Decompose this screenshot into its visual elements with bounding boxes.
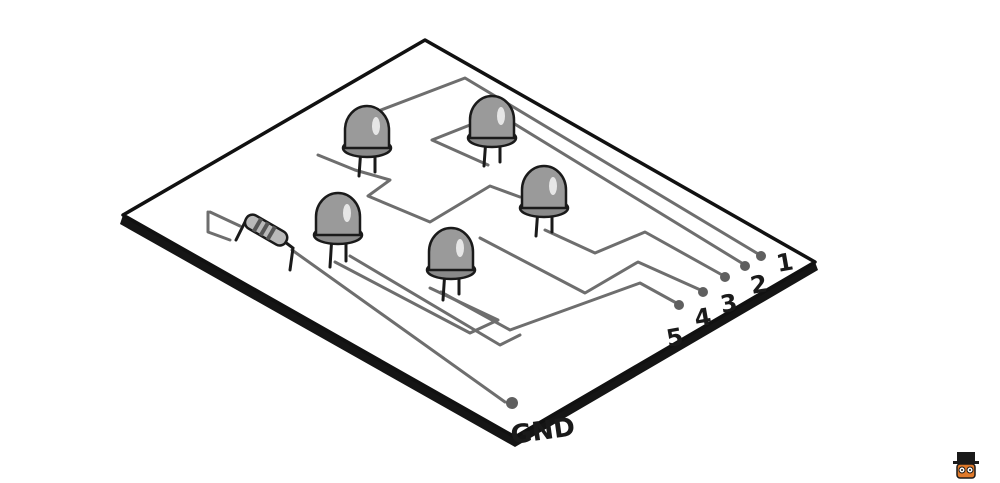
pin-label-4: 4 — [692, 302, 713, 332]
trace-gnd — [208, 210, 507, 404]
pad-3 — [720, 272, 730, 282]
pin-label-1: 1 — [774, 247, 795, 277]
traces — [206, 76, 762, 404]
pad-1 — [756, 251, 766, 261]
pin-label-5: 5 — [664, 322, 685, 352]
resistor-lead-left — [234, 220, 247, 242]
led-d — [312, 191, 364, 269]
pad-gnd — [506, 397, 518, 409]
trace-loop — [430, 123, 490, 167]
pad-2 — [740, 261, 750, 271]
trace-left — [206, 210, 522, 347]
led-b — [466, 94, 518, 168]
pin-label-3: 3 — [718, 288, 739, 318]
trace-3 — [543, 228, 726, 278]
resistor-lead-right — [283, 240, 295, 272]
trace-return — [333, 260, 500, 335]
led-a — [341, 104, 393, 178]
led-c — [518, 164, 570, 238]
trace-common — [316, 153, 522, 224]
pad-4 — [698, 287, 708, 297]
pads — [506, 251, 766, 409]
led-e — [425, 226, 477, 302]
trace-1 — [366, 76, 762, 257]
top-hat-mascot-icon — [953, 452, 979, 479]
pin-label-2: 2 — [748, 269, 769, 299]
trace-4 — [478, 236, 707, 295]
trace-2 — [498, 113, 747, 267]
pad-5 — [674, 300, 684, 310]
resistor — [234, 213, 295, 272]
